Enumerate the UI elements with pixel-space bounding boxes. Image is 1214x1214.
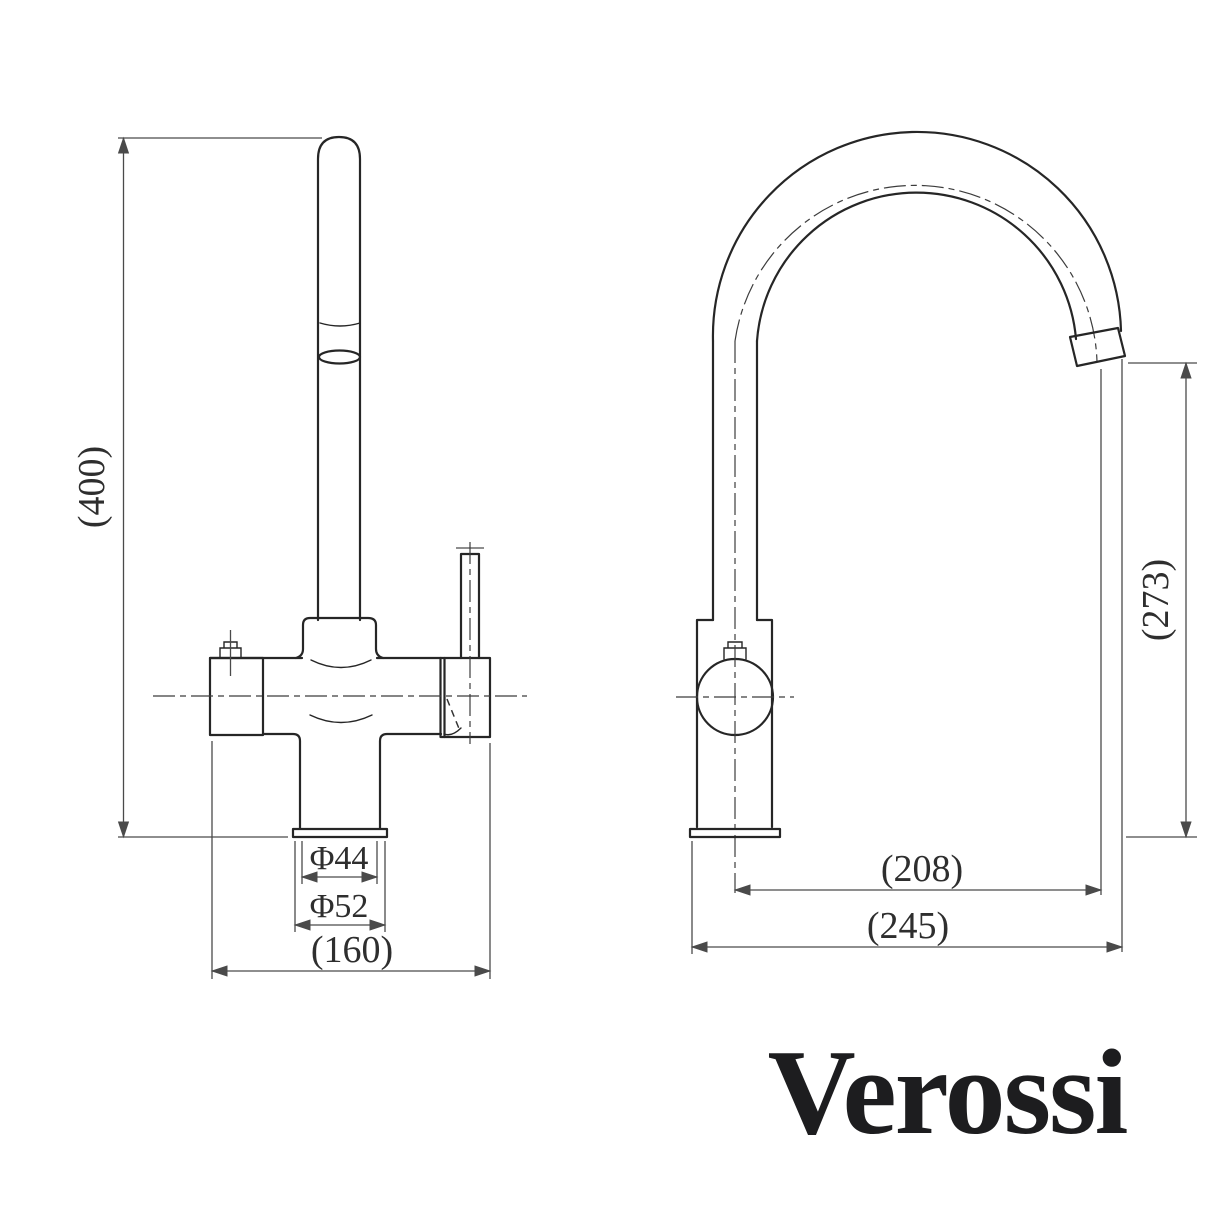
dim-spout-diameter-label: Φ44 <box>310 840 369 877</box>
front-right-divider <box>439 656 446 739</box>
front-aerator-band <box>319 322 361 327</box>
front-lever-swing-dashed <box>446 698 461 732</box>
side-riser-tube <box>711 339 759 622</box>
side-spout-inner-arc <box>755 191 1078 343</box>
front-outlet-ring <box>317 349 362 365</box>
front-right-block <box>439 656 492 739</box>
dim-side-overall-depth-label: (245) <box>867 905 949 947</box>
front-body-bottom-and-column <box>261 732 443 830</box>
front-cylinder-arcs <box>309 659 373 724</box>
front-shoulder <box>294 616 385 660</box>
dim-side-spout-reach-label: (208) <box>881 848 963 890</box>
side-view <box>676 130 1127 952</box>
dim-front-width-label: (160) <box>311 929 393 971</box>
dim-side-spout-height-label: (273) <box>1135 559 1177 641</box>
dim-front-height-label: (400) <box>71 446 113 528</box>
dim-spout-diameter-44: Φ44 <box>300 840 379 884</box>
front-spout-tube <box>316 135 362 622</box>
dim-side-overall-depth-245: (245) <box>690 841 1124 954</box>
side-body <box>695 618 774 829</box>
side-nozzle-collar <box>1068 326 1127 368</box>
dim-side-spout-reach-208: (208) <box>733 848 1103 896</box>
brand-logo: Verossi <box>768 1025 1128 1160</box>
dim-base-diameter-52: Φ52 <box>293 841 387 932</box>
side-spout-centerline-arc <box>734 184 1098 363</box>
dim-side-spout-height-273: (273) <box>1126 361 1197 839</box>
front-left-block <box>208 656 265 737</box>
dim-front-width-160: (160) <box>210 741 492 979</box>
side-spout-outer-arc <box>711 130 1123 343</box>
side-base-flange <box>688 827 782 839</box>
dim-base-diameter-label: Φ52 <box>310 888 369 925</box>
front-lever-arc <box>443 727 462 736</box>
dim-front-height-400: (400) <box>71 136 322 839</box>
front-base-flange <box>291 827 389 839</box>
front-view <box>153 135 527 839</box>
